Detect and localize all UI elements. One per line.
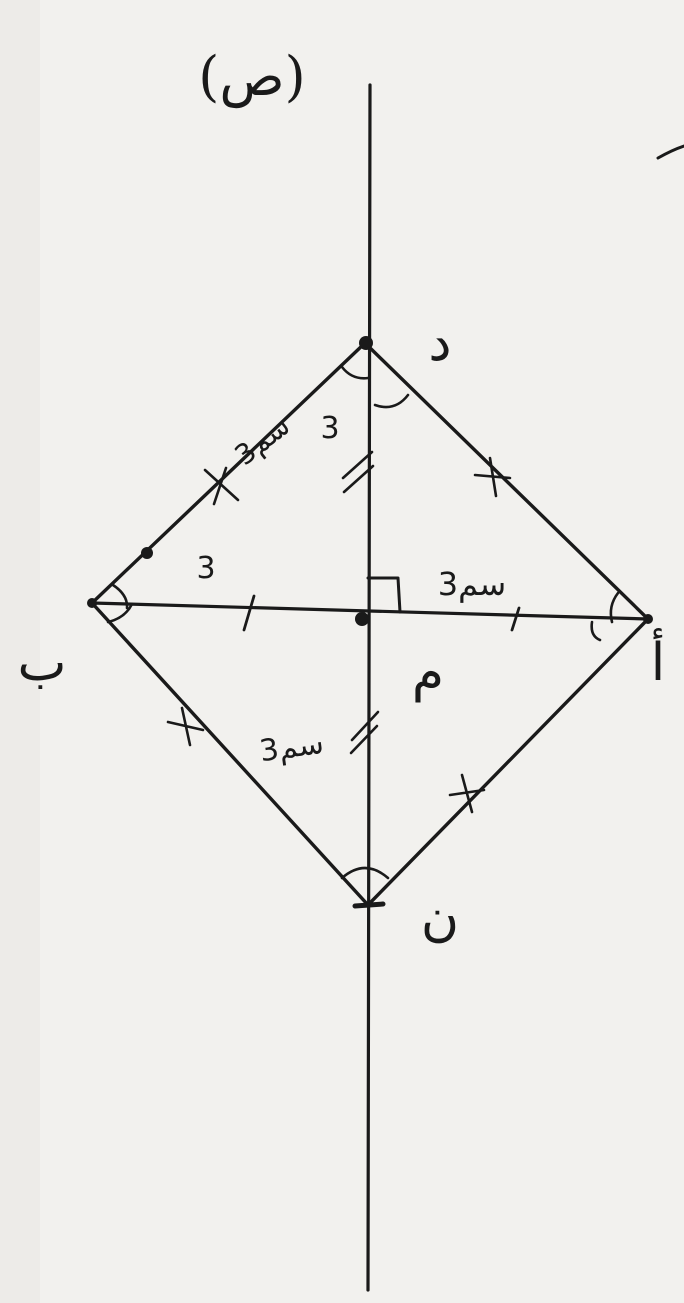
vertex-label-top: د [428,313,451,373]
tick-cross-upper-left [203,466,240,506]
inner-mark-left: 3 [196,551,215,586]
vertex-dot-top [359,336,373,350]
stray-ink-mark [656,144,684,160]
side-top-left [90,341,367,605]
angle-arc-left-upper [111,583,129,610]
paper-shadow-left [0,0,40,1303]
side-top-right [363,341,650,621]
tick-diagonal-right [510,606,521,632]
side-bottom-right [366,617,650,907]
side-bottom-left [90,601,370,907]
vertex-label-bottom: ن [421,888,459,948]
inner-mark-upper: 3 [320,411,339,446]
symmetry-axis [366,83,372,1292]
tick-cross-upper-right [473,456,512,498]
horizontal-diagonal [90,601,650,621]
center-label: م [412,643,444,703]
double-tick-lower [349,710,380,755]
tick-diagonal-left [242,594,256,632]
angle-arc-bottom [340,866,390,880]
angle-arc-top-right [373,393,410,409]
angle-arc-left-lower [106,602,134,624]
double-tick-upper [341,450,375,494]
vertex-dot-right [643,614,653,624]
angle-arc-right-2 [590,620,602,642]
vertex-dot-center [355,612,369,626]
point-on-left-side [141,547,153,559]
side-mark-right-half: 3سم [438,565,506,603]
vertex-dot-left [87,598,97,608]
vertex-label-right: أ [651,628,665,693]
vertex-label-left: ب [18,633,67,693]
vertex-tick-bottom [352,901,386,909]
tick-cross-lower-right [448,773,486,814]
angle-arc-top-left [340,365,370,380]
right-angle-mark-center [366,576,402,614]
axis-label: (ص) [198,45,305,109]
angle-arc-right [609,591,620,624]
tick-cross-lower-left [166,706,205,747]
